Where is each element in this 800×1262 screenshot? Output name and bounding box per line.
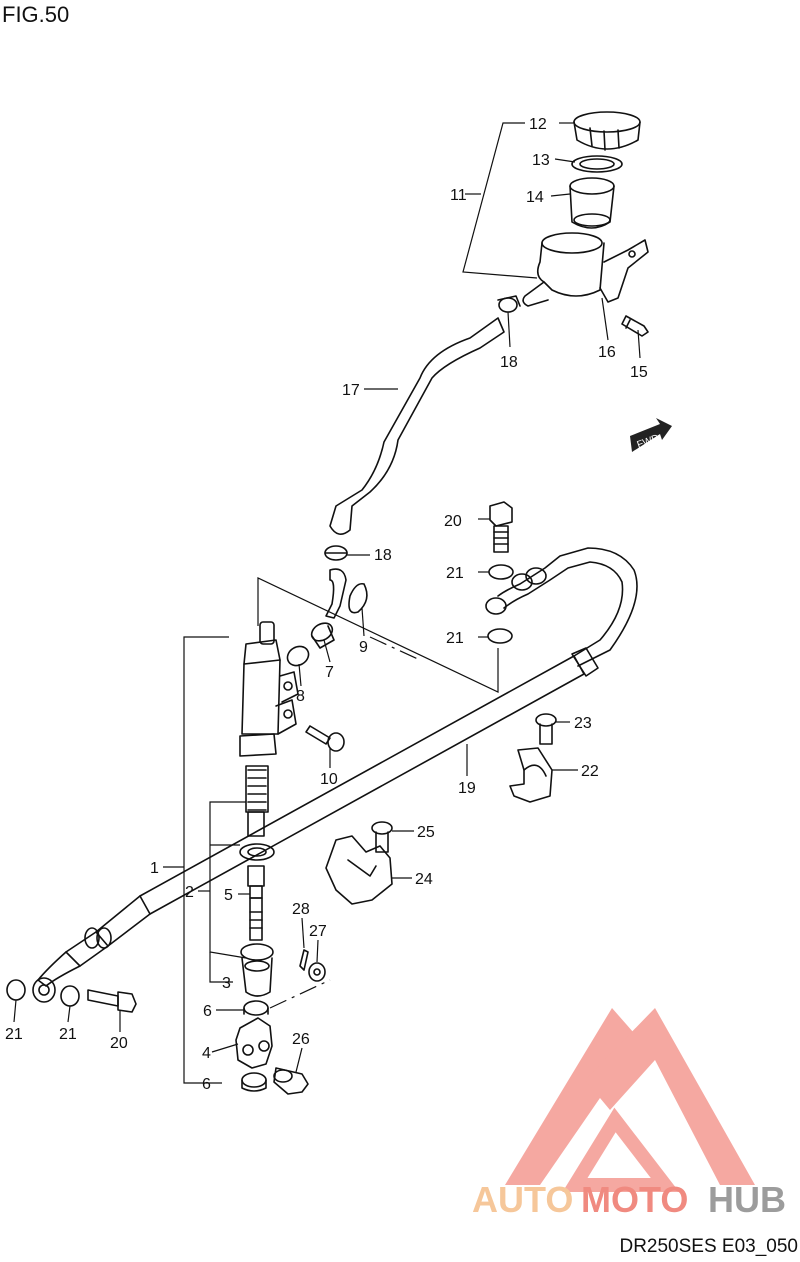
- callout-5: 5: [224, 887, 233, 904]
- fwd-arrow-icon: FWD: [630, 418, 672, 452]
- clevis-pin: [273, 1067, 309, 1095]
- callout-21-lower-a: 21: [5, 1026, 23, 1043]
- reservoir-cap: [573, 111, 641, 151]
- callout-17: 17: [342, 382, 360, 399]
- callout-21-upper-a: 21: [446, 565, 464, 582]
- watermark-text-hub: HUB: [708, 1179, 786, 1220]
- washer-lower-b: [60, 985, 80, 1007]
- callout-6-upper: 6: [203, 1003, 212, 1020]
- cotter-pin: [299, 949, 309, 971]
- piston-spring: [245, 765, 269, 813]
- washer-lower-a: [6, 979, 26, 1001]
- callout-13: 13: [532, 152, 550, 169]
- figure-title: FIG.50: [2, 2, 70, 27]
- callout-18-upper: 18: [500, 354, 518, 371]
- callout-28: 28: [292, 901, 310, 918]
- callout-11: 11: [450, 187, 467, 204]
- reservoir-tank: [522, 232, 649, 307]
- o-ring: [286, 645, 310, 667]
- callout-1: 1: [150, 860, 159, 877]
- reservoir-diaphragm: [569, 177, 615, 229]
- callout-4: 4: [202, 1045, 211, 1062]
- watermark-logo: [505, 1008, 755, 1192]
- callout-10: 10: [320, 771, 338, 788]
- lock-nut-upper: [243, 1000, 269, 1016]
- reservoir-bolt: [621, 315, 649, 337]
- callout-14: 14: [526, 189, 544, 206]
- piston-cup-upper: [239, 843, 275, 861]
- callout-20-lower: 20: [110, 1035, 128, 1052]
- reservoir-hose: [329, 317, 505, 535]
- hose-clamp-lower: [324, 545, 348, 561]
- screw-25: [371, 821, 393, 853]
- callout-26: 26: [292, 1031, 310, 1048]
- callout-25: 25: [417, 824, 435, 841]
- callout-27: 27: [309, 923, 327, 940]
- lock-nut-lower: [241, 1072, 267, 1092]
- callout-2: 2: [185, 884, 194, 901]
- screw-23: [535, 713, 557, 745]
- brake-hose: [32, 547, 638, 1003]
- leader-lines: [13, 122, 641, 1084]
- washer-upper-a: [488, 564, 514, 580]
- callout-15: 15: [630, 364, 648, 381]
- callout-9: 9: [359, 639, 368, 656]
- callout-8: 8: [296, 688, 305, 705]
- washer-pin: [308, 962, 326, 982]
- union-bolt-lower: [87, 989, 137, 1013]
- hose-clamp-22: [509, 747, 553, 803]
- callout-7: 7: [325, 664, 334, 681]
- callout-22: 22: [581, 763, 599, 780]
- drawing-code: DR250SES E03_050: [619, 1236, 798, 1257]
- callout-24: 24: [415, 871, 433, 888]
- piston: [247, 811, 265, 837]
- watermark-text-auto: AUTO: [472, 1179, 573, 1220]
- reservoir-diaphragm-plate: [571, 155, 623, 173]
- callout-3: 3: [222, 975, 231, 992]
- callout-21-upper-b: 21: [446, 630, 464, 647]
- circlip: [348, 582, 368, 614]
- mounting-bolt: [305, 725, 345, 752]
- callout-21-lower-b: 21: [59, 1026, 77, 1043]
- master-cylinder: [239, 621, 299, 757]
- callout-12: 12: [529, 116, 547, 133]
- boot: [240, 943, 274, 997]
- callout-18-lower: 18: [374, 547, 392, 564]
- callout-6-lower: 6: [202, 1076, 211, 1093]
- bracket-24: [325, 835, 393, 905]
- clevis: [235, 1017, 273, 1069]
- hose-clamp-upper: [497, 295, 521, 313]
- inlet-connector: [310, 568, 347, 649]
- union-bolt-upper: [489, 501, 513, 553]
- watermark-text-moto: MOTO: [581, 1179, 688, 1220]
- washer-upper-b: [487, 628, 513, 644]
- pushrod: [247, 865, 265, 941]
- callout-20-upper: 20: [444, 513, 462, 530]
- callout-23: 23: [574, 715, 592, 732]
- callout-19: 19: [458, 780, 476, 797]
- callout-16: 16: [598, 344, 616, 361]
